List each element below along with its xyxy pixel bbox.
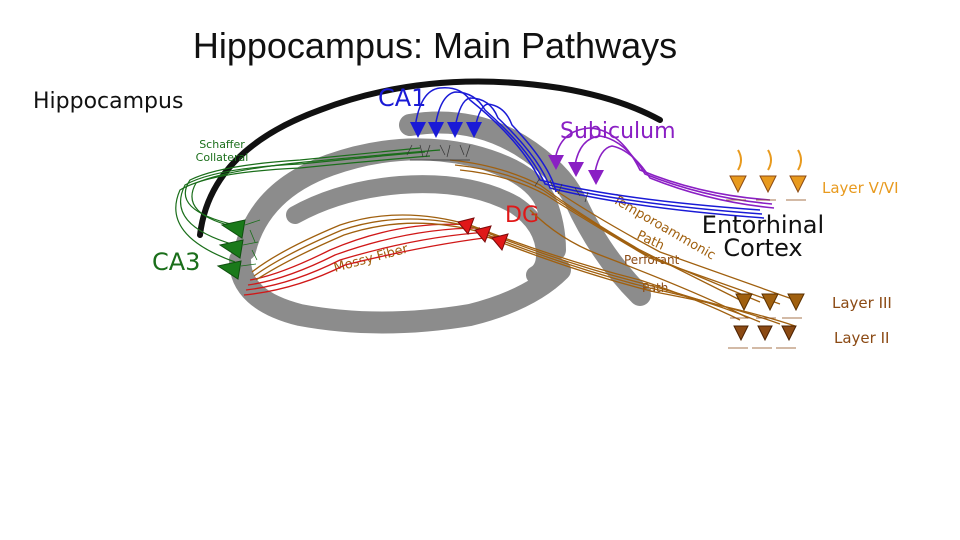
layer-iii-label: Layer III [832,294,892,312]
ca3-neurons [216,219,261,280]
schaffer-collateral-fibers [175,147,441,263]
entorhinal-label-line2: Cortex [723,234,802,262]
layer-v-vi-neuron-2 [759,175,777,194]
ec-layer-v-vi-neurons [726,149,807,201]
diagram-title: Hippocampus: Main Pathways [193,25,677,66]
dg-neuron-1 [457,217,475,235]
subiculum-neuron-2 [568,162,584,177]
ca1-neurons [406,122,482,161]
mossy-fibers [243,223,501,296]
ca3-neuron-1 [220,219,246,239]
layer-ii-label: Layer II [834,329,889,347]
subiculum-neurons [534,155,604,203]
hippocampus-label: Hippocampus [33,89,183,114]
subiculum-neuron-1 [548,155,564,170]
ca3-neuron-3 [216,260,242,280]
layer-ii-neuron-2 [757,325,773,342]
dentate-lower-band [229,249,571,334]
schaffer-label-line2: Collateral [196,151,249,164]
ca1-neuron-3 [447,122,463,138]
ca3-neuron-2 [218,239,244,259]
layer-v-vi-neuron-1 [729,175,747,194]
ec-layer-iii-neurons [730,293,805,319]
layer-iii-neuron-1 [735,293,753,312]
ec-layer-ii-neurons [728,325,797,349]
layer-iii-neuron-3 [787,293,805,312]
subiculum-fibers [554,127,775,209]
schaffer-label-line1: Schaffer [199,138,245,151]
ca3-label: CA3 [152,248,200,276]
layer-iii-neuron-2 [761,293,779,312]
temporoammonic-fibers [449,159,796,305]
dg-neuron-3 [491,233,509,251]
dg-neurons [457,217,509,251]
dg-label: DG [505,203,539,228]
entorhinal-label-line1: Entorhinal [702,211,824,239]
ca1-label: CA1 [378,84,426,112]
layer-v-vi-label: Layer V/VI [822,179,899,197]
dg-neuron-2 [474,225,492,243]
ca1-neuron-4 [466,122,482,138]
ca1-neuron-1 [410,122,426,138]
layer-ii-neuron-1 [733,325,749,342]
dentate-gyrus-band [286,175,555,284]
ca1-neuron-2 [428,122,444,138]
subiculum-neuron-3 [588,170,604,185]
layer-ii-neuron-3 [781,325,797,342]
hippocampus-outline [197,78,663,238]
layer-v-vi-neuron-3 [789,175,807,194]
ca1-efferent-fibers [414,87,765,219]
